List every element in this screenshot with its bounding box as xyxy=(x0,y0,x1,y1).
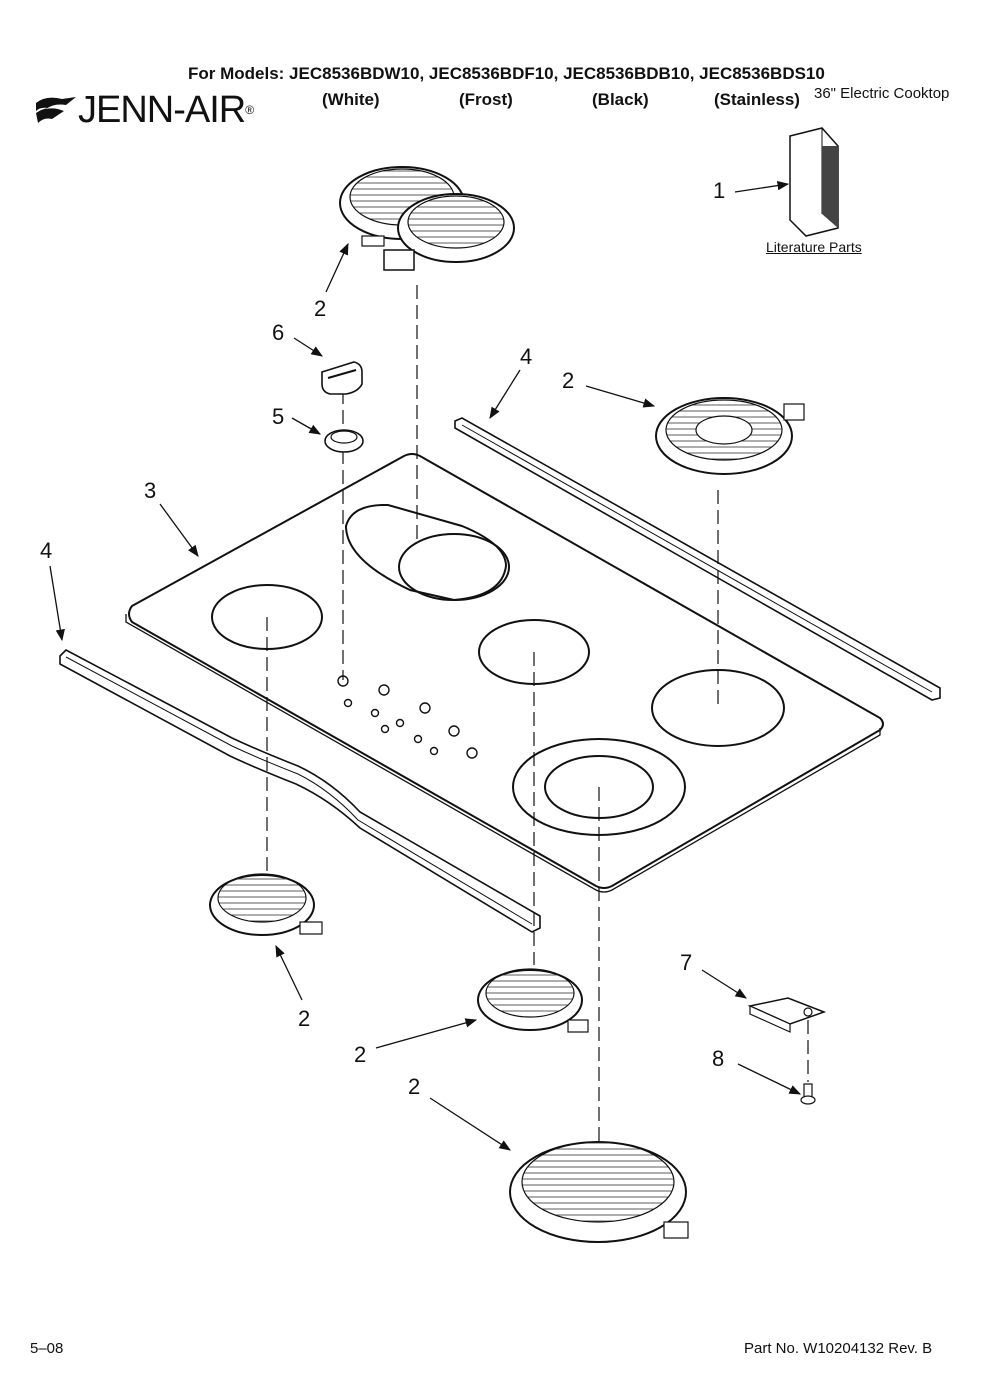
variant-frost: (Frost) xyxy=(459,90,513,109)
knob-bezel xyxy=(324,429,364,453)
brand-name: JENN-AIR xyxy=(78,88,246,131)
dual-heating-element xyxy=(339,166,515,271)
glass-cooktop xyxy=(125,453,884,893)
callout-7: 7 xyxy=(680,950,692,975)
mounting-bracket xyxy=(747,997,827,1033)
part-number: Part No. W10204132 Rev. B xyxy=(744,1340,933,1357)
variant-white: (White) xyxy=(322,90,380,109)
callout-4-top: 4 xyxy=(520,344,532,369)
front-trim-strip xyxy=(59,649,541,933)
callout-4-front: 4 xyxy=(40,538,52,563)
large-front-element xyxy=(509,1141,689,1243)
center-front-element xyxy=(477,968,589,1033)
literature-parts-label: Literature Parts xyxy=(766,239,862,255)
models-label: For Models: JEC8536BDW10, JEC8536BDF10, … xyxy=(188,64,825,83)
callout-5: 5 xyxy=(272,404,284,429)
variant-black: (Black) xyxy=(592,90,649,109)
left-front-element xyxy=(209,873,323,936)
callout-2-rear-right: 2 xyxy=(562,368,574,393)
callout-2-center-front: 2 xyxy=(354,1042,366,1067)
control-knob xyxy=(321,361,363,395)
callout-3: 3 xyxy=(144,478,156,503)
callout-8: 8 xyxy=(712,1046,724,1071)
callout-1: 1 xyxy=(713,178,725,203)
literature-booklet xyxy=(789,127,839,237)
brand-logo: JENN-AIR® xyxy=(34,88,254,132)
callout-2-large-front: 2 xyxy=(408,1074,420,1099)
registered-mark: ® xyxy=(245,103,255,117)
mounting-screw xyxy=(800,1083,816,1105)
variant-stainless: (Stainless) xyxy=(714,90,800,109)
product-title: 36" Electric Cooktop xyxy=(814,85,950,102)
alignment-lines xyxy=(266,285,809,1160)
callout-2-left-front: 2 xyxy=(298,1006,310,1031)
callout-2-dual: 2 xyxy=(314,296,326,321)
callout-6: 6 xyxy=(272,320,284,345)
jenn-air-swoosh-icon xyxy=(36,97,76,123)
right-rear-element xyxy=(655,397,805,475)
top-trim-strip xyxy=(454,417,941,701)
revision-date: 5–08 xyxy=(30,1340,64,1357)
